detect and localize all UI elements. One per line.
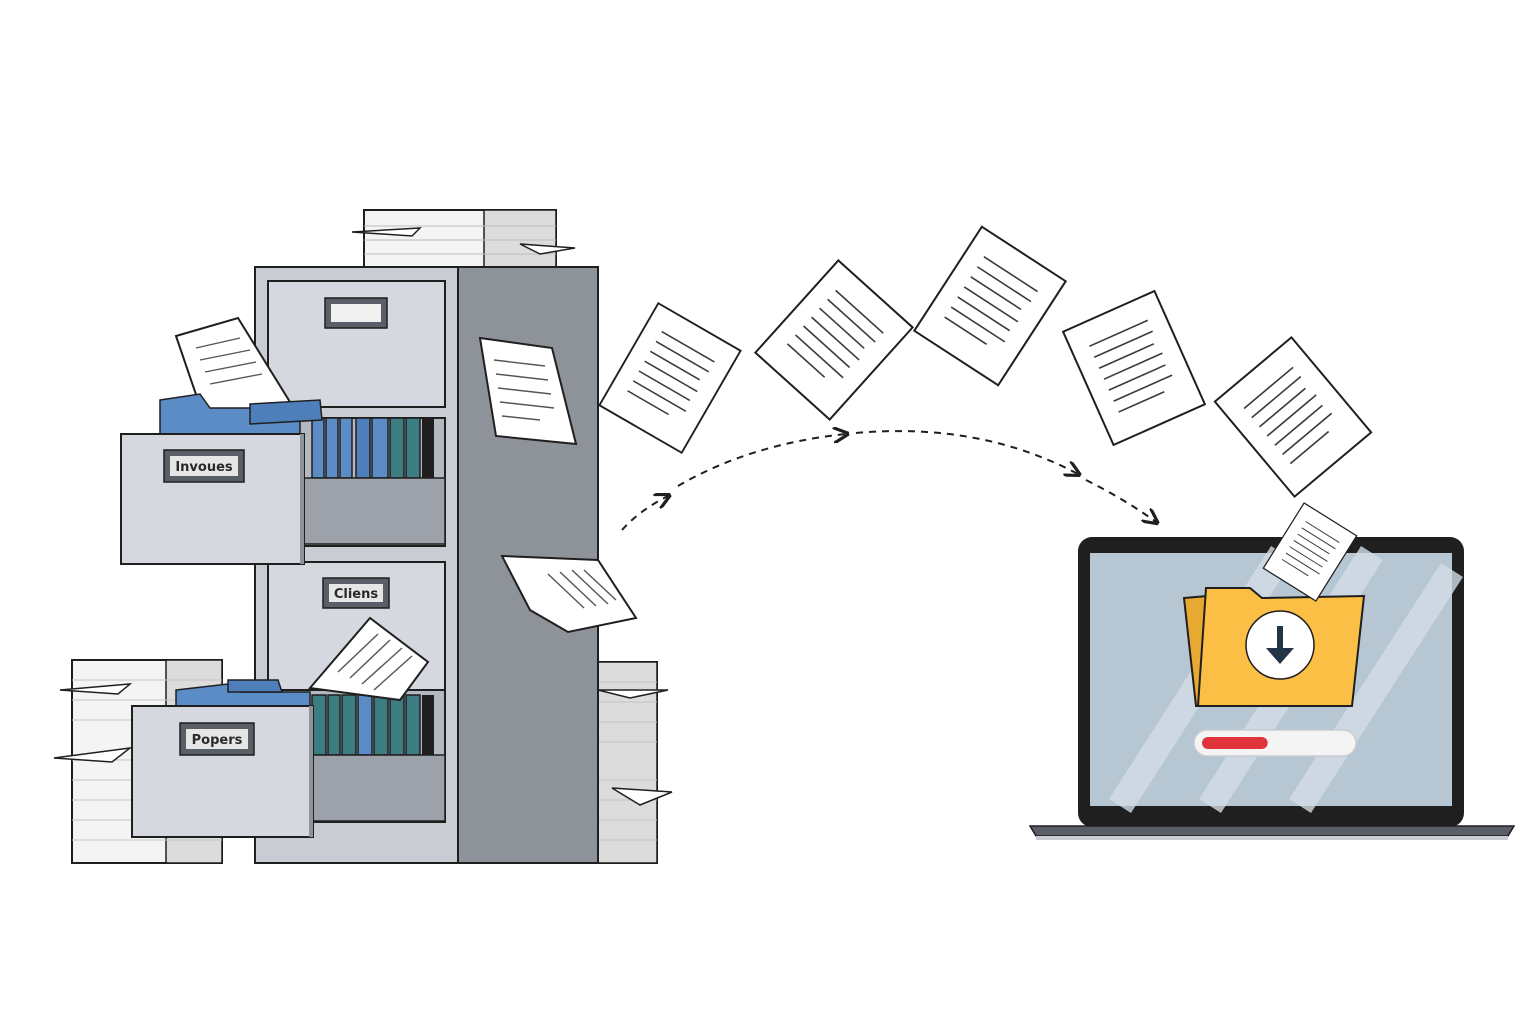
transfer-arrow-4 <box>1085 479 1156 522</box>
side-paper-upper <box>478 336 578 446</box>
transfer-arrow-3 <box>855 430 1078 474</box>
paper-from-clients-drawer <box>308 616 430 702</box>
transfer-arrow-1 <box>621 496 668 531</box>
invoices-drawer[interactable]: Invoues <box>120 316 323 565</box>
invoices-label: Invoues <box>175 460 233 475</box>
upload-progress-bar <box>1193 729 1357 757</box>
side-paper-lower <box>500 554 638 634</box>
flying-document-3 <box>913 225 1067 387</box>
papers-drawer[interactable]: Popers <box>131 679 314 838</box>
transfer-arrow-2 <box>677 434 846 487</box>
download-folder[interactable] <box>1182 587 1366 707</box>
filing-cabinet: Cliens <box>254 266 638 864</box>
upper-folders <box>311 417 434 479</box>
download-arrow-icon <box>1266 626 1294 664</box>
laptop <box>1028 502 1516 840</box>
flying-document-1 <box>598 302 742 454</box>
paper-stack-top <box>351 209 576 269</box>
top-drawer[interactable] <box>267 280 446 408</box>
progress-fill <box>1202 737 1268 749</box>
papers-label: Popers <box>192 733 243 748</box>
flying-document-4 <box>1062 290 1206 446</box>
clients-label: Cliens <box>334 587 379 602</box>
flying-document-5 <box>1213 336 1373 498</box>
flying-document-2 <box>754 259 914 421</box>
